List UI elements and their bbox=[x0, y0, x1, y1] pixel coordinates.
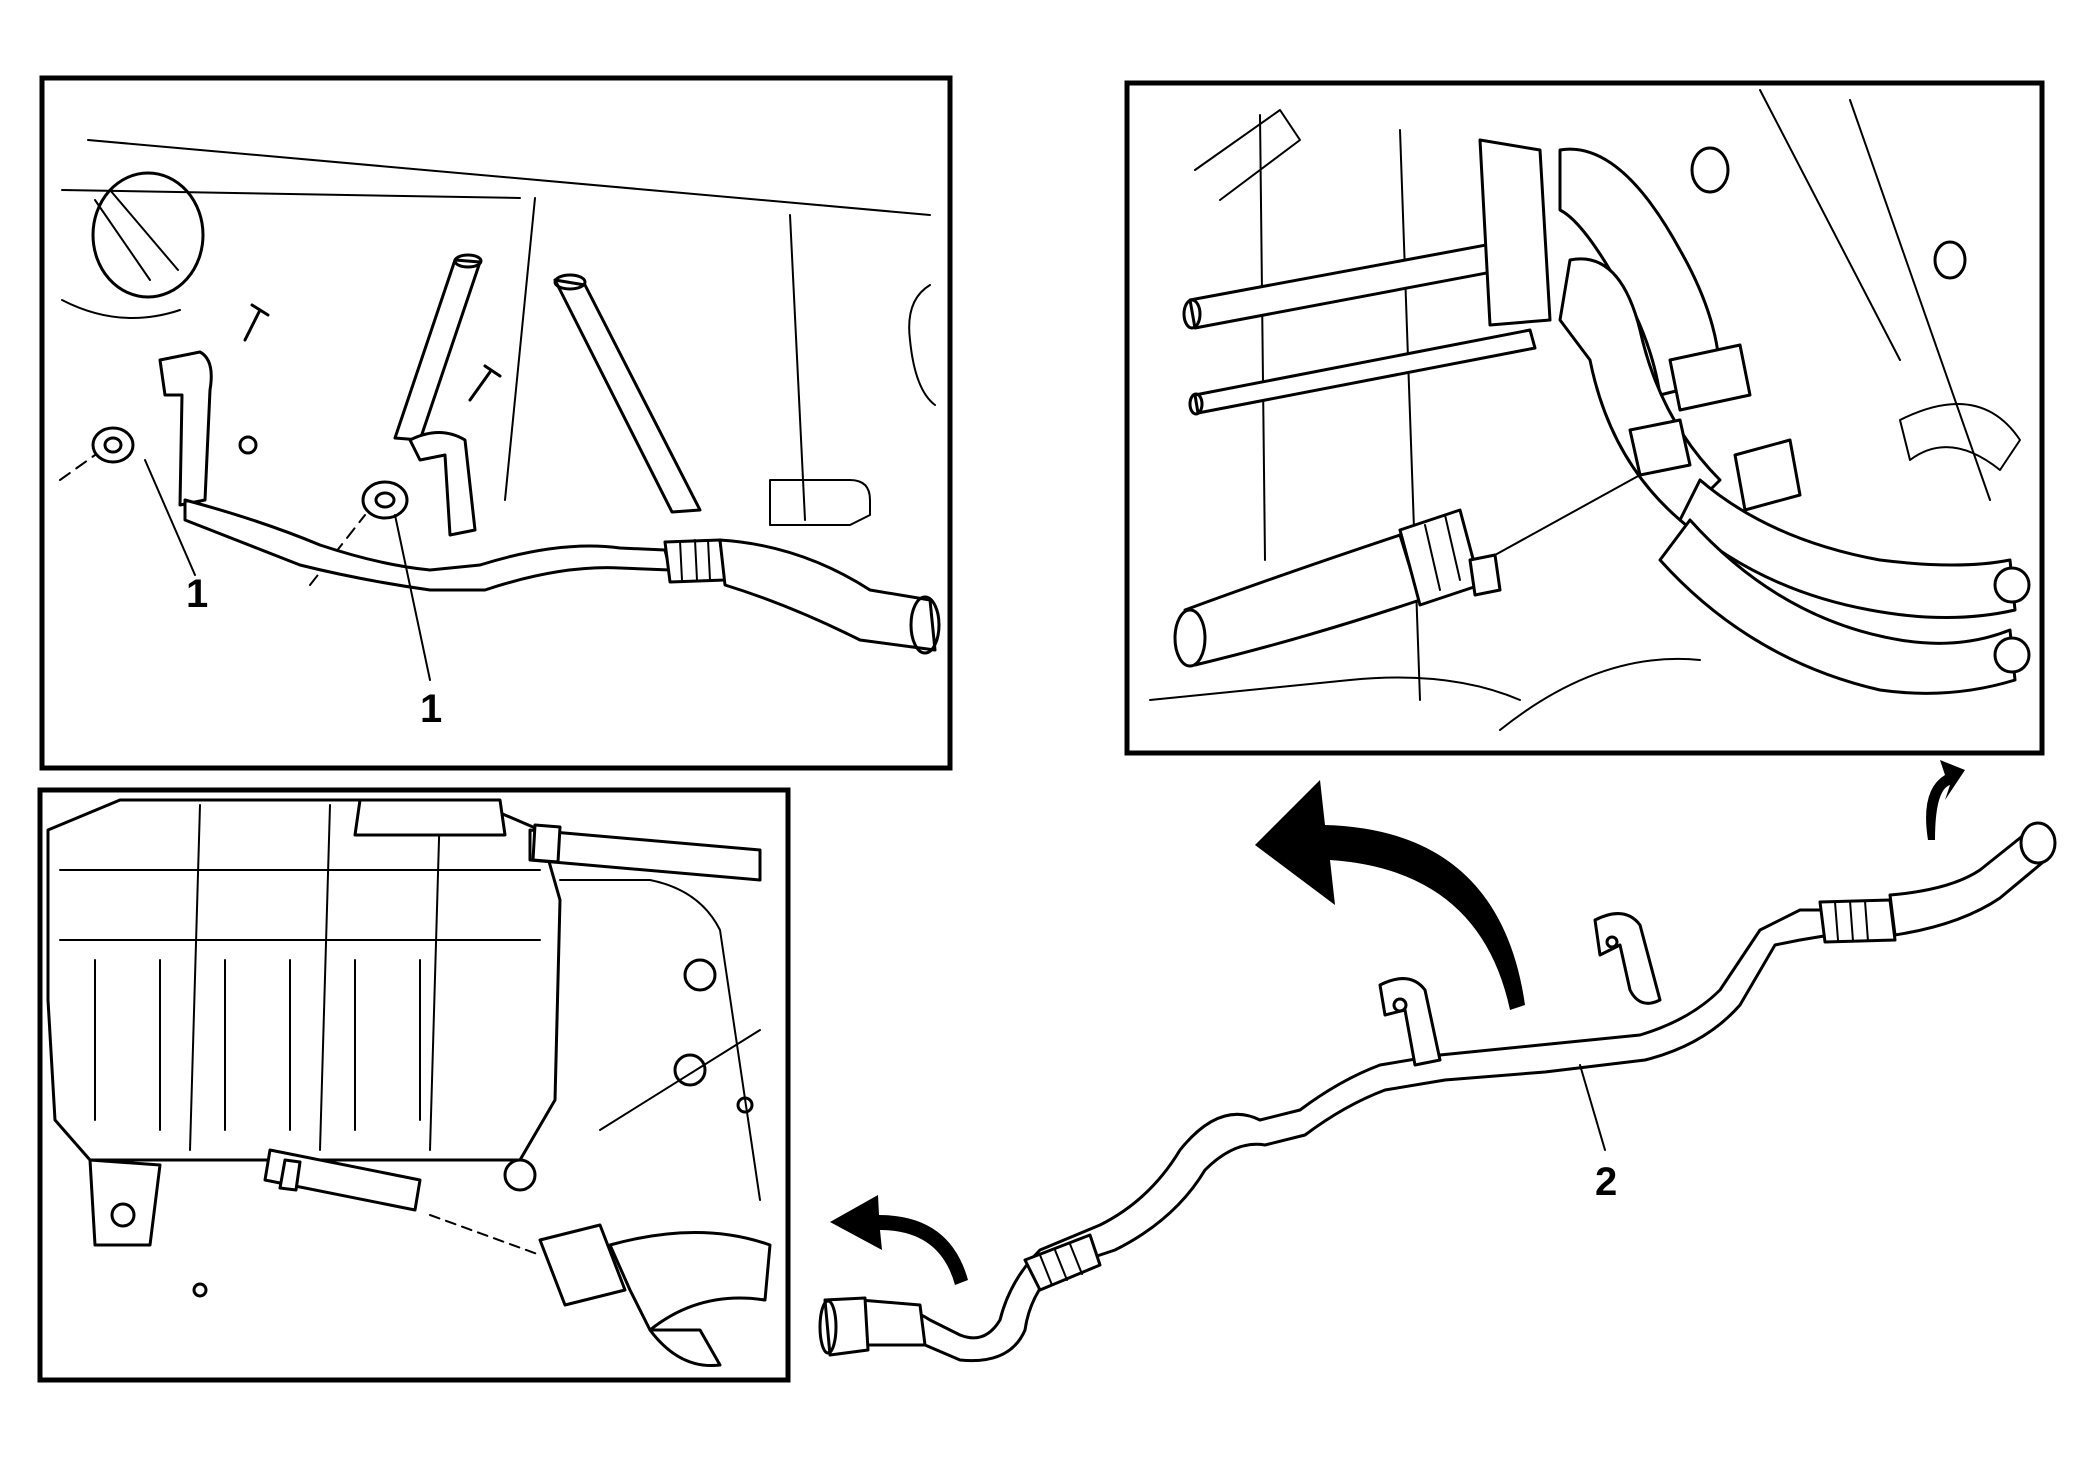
nut-right-hole bbox=[374, 491, 396, 509]
tube-lower bbox=[1193, 328, 1537, 415]
hose-left-fitting bbox=[858, 1298, 927, 1347]
curved-arrow-large bbox=[1255, 780, 1525, 1010]
bolt-2 bbox=[468, 364, 502, 402]
disconnect-line bbox=[429, 1214, 541, 1256]
body-cutout bbox=[1899, 403, 2021, 471]
frame-rails bbox=[1759, 89, 1991, 501]
hose-left-opening bbox=[818, 1299, 838, 1355]
coolant-reservoir bbox=[46, 798, 562, 1162]
reservoir-ribs-v bbox=[189, 804, 441, 1151]
coupler-ribs bbox=[679, 539, 711, 581]
body-edge-line bbox=[87, 139, 931, 216]
bracket-right bbox=[408, 431, 477, 537]
reservoir-mount bbox=[88, 1158, 162, 1247]
hose-opening bbox=[1173, 608, 1207, 668]
engine-bolt-1 bbox=[683, 958, 717, 992]
rod-right bbox=[553, 278, 702, 514]
rod-right-end bbox=[553, 273, 587, 291]
heater-pipe-removed bbox=[838, 908, 1832, 1363]
leader-c1-left bbox=[144, 459, 196, 576]
hose-bend bbox=[648, 1328, 722, 1368]
reservoir-ribs-h bbox=[59, 869, 541, 941]
panel-bottom-left bbox=[37, 787, 791, 1383]
quick-connect-fitting bbox=[538, 1223, 627, 1307]
bracket-2-hole bbox=[1605, 935, 1619, 949]
hose-clamp-2 bbox=[1733, 438, 1802, 512]
body-seams bbox=[1259, 114, 1421, 701]
callout-1-left: 1 bbox=[186, 572, 208, 616]
coupler-left-ribs bbox=[1039, 1243, 1083, 1286]
panel-seam-vertical bbox=[504, 197, 536, 501]
access-hole-hatch bbox=[94, 189, 179, 281]
hose-clip bbox=[1628, 418, 1692, 477]
connector-ribs bbox=[1424, 514, 1461, 591]
tube-upper-end bbox=[1182, 298, 1202, 330]
connection-dash bbox=[1494, 474, 1641, 556]
connector-latch bbox=[1468, 553, 1502, 597]
panel-top-right bbox=[1124, 80, 2045, 756]
coupler-right-ribs bbox=[1834, 900, 1869, 942]
engine-bolt-3 bbox=[503, 1158, 537, 1192]
hose-branch-2 bbox=[1658, 518, 2017, 695]
callout-2: 2 bbox=[1595, 1160, 1617, 1204]
heater-hose-right bbox=[1888, 828, 2050, 937]
hose-right-end bbox=[2019, 821, 2057, 865]
hose-end-opening bbox=[909, 595, 941, 655]
arrows bbox=[830, 760, 1965, 1285]
access-hole bbox=[91, 171, 205, 299]
panel-top-left: 1 1 bbox=[39, 75, 953, 771]
right-edge-cutout bbox=[908, 284, 936, 406]
heater-tube-clamp bbox=[278, 1158, 302, 1192]
rod-left-end bbox=[453, 253, 483, 269]
leader-c2 bbox=[1579, 1064, 1606, 1151]
body-hole-1 bbox=[1690, 146, 1730, 194]
panel-seam bbox=[61, 189, 521, 199]
heater-pipe bbox=[183, 498, 672, 592]
heater-pipe-assembly: 2 bbox=[818, 821, 2057, 1363]
heater-hose-lower bbox=[608, 1231, 772, 1332]
bracket-left bbox=[158, 350, 213, 507]
assembly-bracket-2 bbox=[1593, 912, 1662, 1005]
engine-stud-2 bbox=[192, 1282, 208, 1298]
upper-tube bbox=[528, 828, 762, 882]
reservoir-flutes bbox=[94, 959, 421, 1131]
tube-lower-end bbox=[1188, 392, 1204, 416]
hose-clamp-1 bbox=[1668, 343, 1752, 412]
callout-1-right: 1 bbox=[420, 687, 442, 731]
nut-left bbox=[91, 426, 135, 464]
heater-hose-end bbox=[718, 538, 937, 652]
hose-end-2 bbox=[1993, 636, 2031, 674]
curved-arrow-small-left bbox=[830, 1195, 968, 1285]
nut-left-hole bbox=[103, 436, 123, 454]
hose-branch-1 bbox=[1678, 478, 2017, 619]
stud bbox=[238, 435, 258, 455]
body-hole-2 bbox=[1933, 240, 1967, 280]
nut-right bbox=[361, 480, 409, 520]
hose-end-1 bbox=[1993, 566, 2031, 604]
mount-bolt bbox=[110, 1202, 136, 1228]
reservoir-cap bbox=[353, 798, 507, 837]
curved-arrow-small-top bbox=[1926, 760, 1965, 840]
bracket-1-hole bbox=[1392, 997, 1408, 1013]
upper-tube-clamp bbox=[531, 823, 562, 864]
assembly-bracket-1 bbox=[1378, 977, 1442, 1067]
pipe-coupler-right bbox=[1818, 898, 1897, 944]
heater-tube bbox=[263, 1148, 422, 1212]
contour-line bbox=[61, 299, 181, 319]
pipe-coupler-left bbox=[1023, 1233, 1102, 1292]
lower-contour bbox=[1149, 657, 1701, 731]
engine-contours bbox=[559, 879, 761, 1201]
bolt-1 bbox=[243, 303, 270, 342]
panel-seam-right bbox=[789, 214, 806, 521]
heater-core-flange bbox=[1478, 138, 1552, 327]
clip-outline bbox=[769, 479, 871, 526]
leader-c1-right bbox=[394, 514, 431, 681]
